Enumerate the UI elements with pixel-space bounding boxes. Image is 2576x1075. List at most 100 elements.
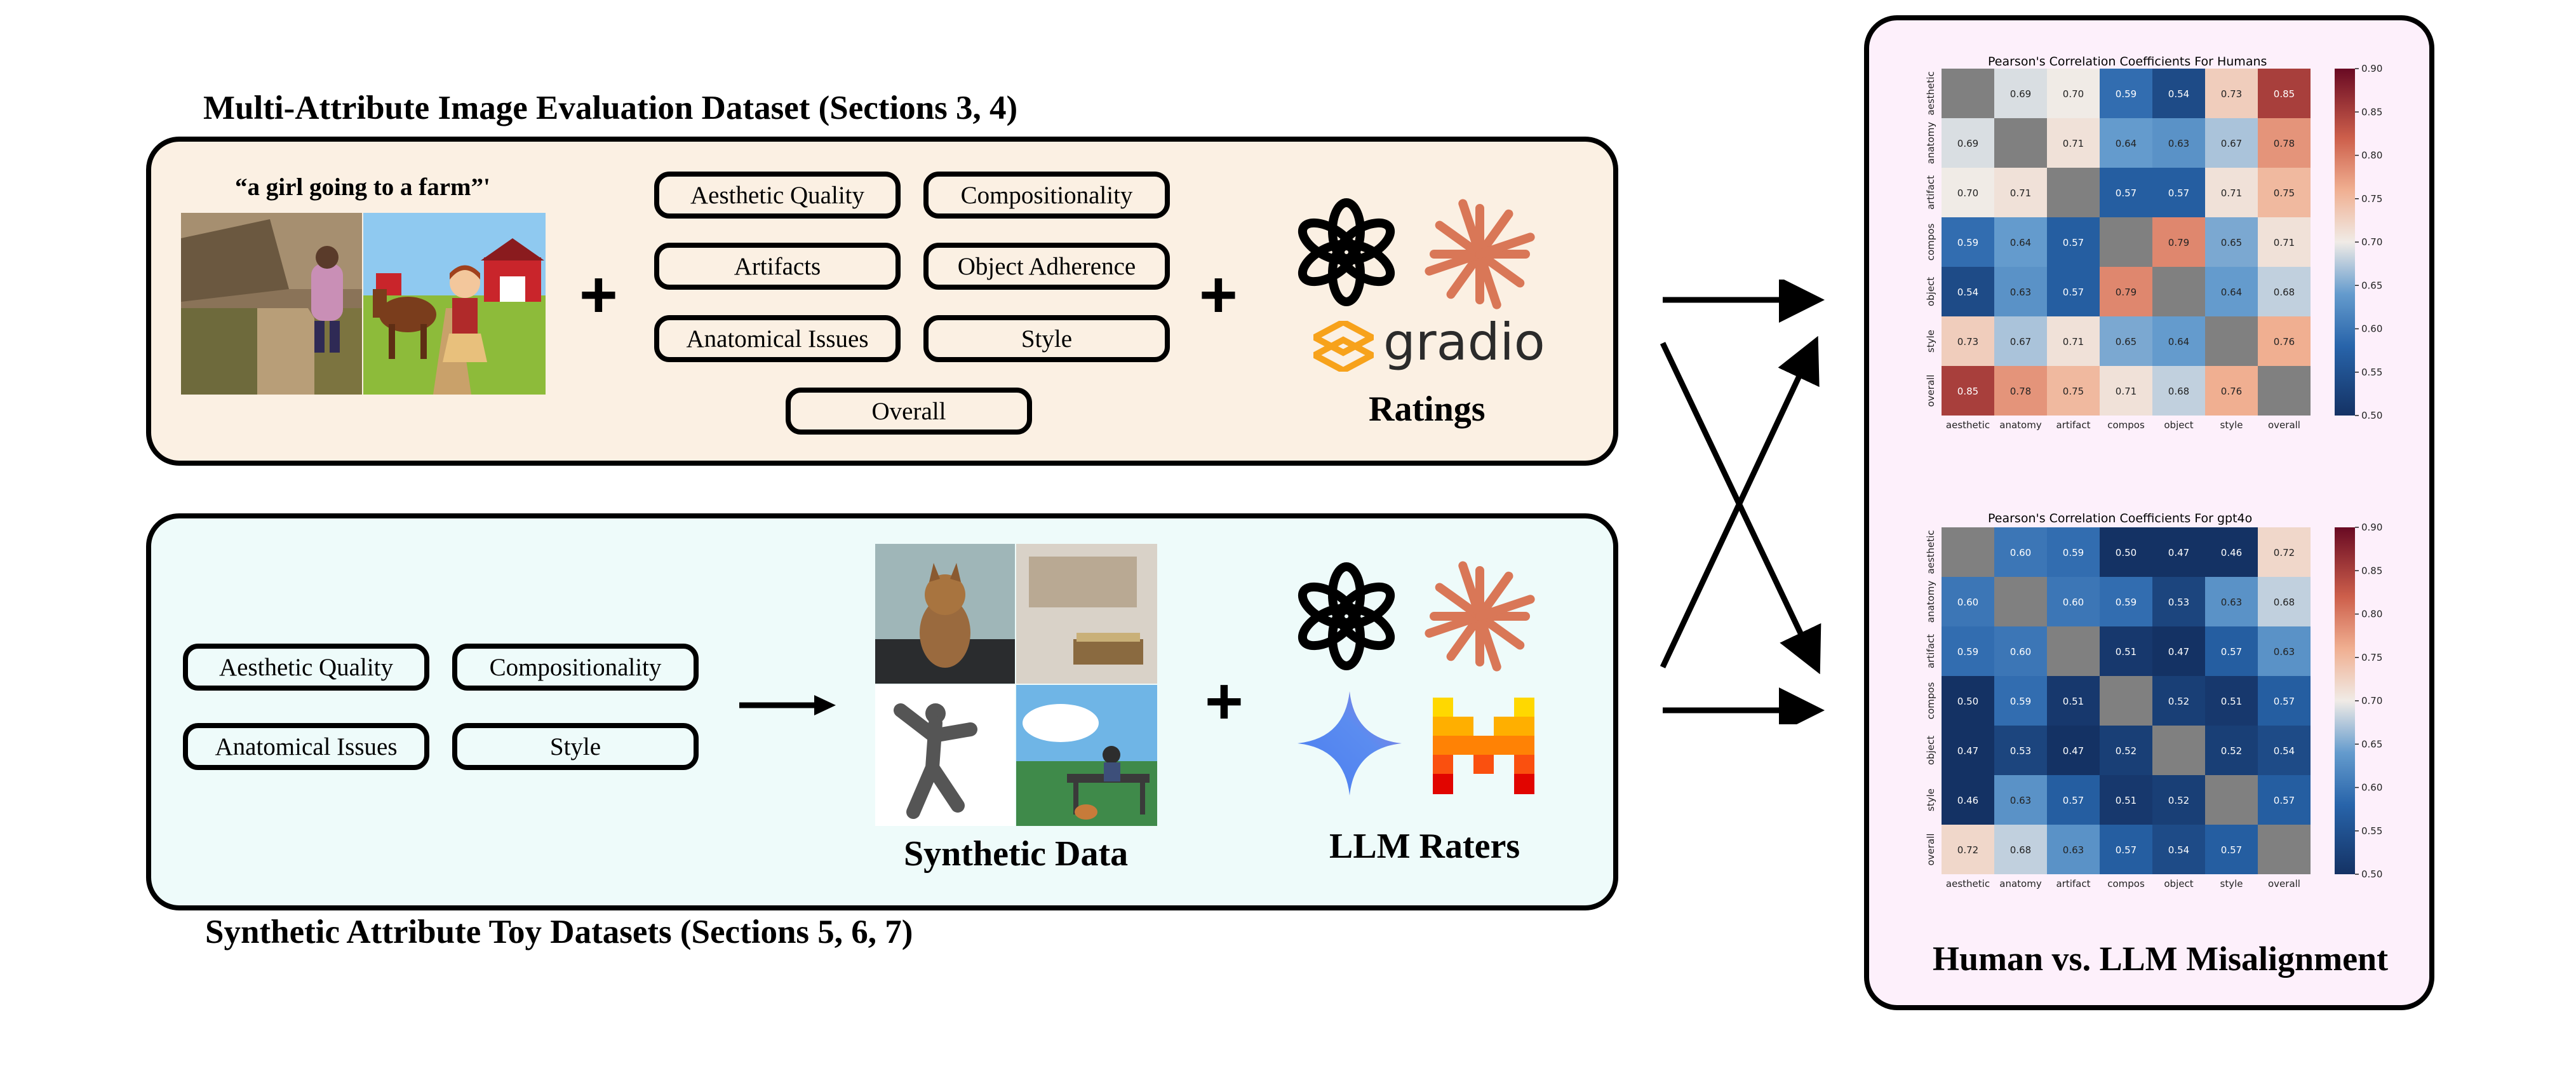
heatmap-cell-label: 0.59	[2116, 88, 2137, 100]
heatmap-cell	[2152, 726, 2205, 775]
x-tick-label: aesthetic	[1946, 419, 1990, 431]
heatmap-cell	[2152, 626, 2205, 676]
heatmap-cell	[2258, 267, 2311, 316]
heatmap-cell	[2047, 118, 2100, 168]
x-tick-label: style	[2220, 419, 2243, 431]
heatmap-cell-label: 0.57	[2063, 287, 2084, 298]
connector-arrows	[1660, 280, 1825, 724]
y-tick-label: anatomy	[1925, 581, 1936, 623]
heatmap-cell	[2258, 726, 2311, 775]
heatmap-cell	[1942, 577, 1994, 626]
heatmap-cell-label: 0.51	[2116, 795, 2137, 806]
heatmap-cell-label: 0.54	[2168, 88, 2189, 100]
heatmap-cell	[2258, 825, 2311, 874]
heatmap-cell-label: 0.51	[2063, 696, 2084, 707]
attr-aesthetic-quality: Aesthetic Quality	[654, 172, 901, 219]
heatmap-cell	[2152, 676, 2205, 726]
heatmap-cell	[2205, 676, 2258, 726]
heatmap-cell	[2100, 527, 2152, 577]
colorbar-tick-label: 0.70	[2361, 236, 2382, 248]
heatmap-cell	[2152, 217, 2205, 267]
heatmap-cell	[1942, 316, 1994, 366]
heatmap-cell-label: 0.59	[2063, 547, 2084, 558]
colorbar-tick-label: 0.55	[2361, 825, 2382, 837]
heatmap-cell-label: 0.75	[2063, 386, 2084, 397]
heatmap-cell-label: 0.63	[2221, 597, 2242, 608]
heatmap-cell-label: 0.57	[2221, 844, 2242, 856]
heatmap-cell-label: 0.64	[2221, 287, 2242, 298]
heatmap-cell	[2047, 825, 2100, 874]
heatmap-cell	[2152, 316, 2205, 366]
heatmap-cell	[2258, 69, 2311, 118]
heatmap-cell-label: 0.57	[2168, 187, 2189, 199]
heatmap-cell	[1942, 676, 1994, 726]
heatmap-cell	[2258, 577, 2311, 626]
prompt-text: “a girl going to a farm”'	[235, 173, 490, 201]
colorbar-tick-label: 0.50	[2361, 410, 2382, 421]
heatmap-cell-label: 0.51	[2221, 696, 2242, 707]
heatmap-cell-label: 0.60	[1957, 597, 1978, 608]
heatmap-cell	[2152, 168, 2205, 217]
heatmap-cell	[2152, 577, 2205, 626]
synthetic-data-label: Synthetic Data	[904, 834, 1129, 874]
heatmap-cell	[2047, 726, 2100, 775]
x-tick-label: compos	[2107, 419, 2145, 431]
heatmap-cell	[2205, 217, 2258, 267]
x-tick-label: object	[2164, 419, 2193, 431]
heatmap-cell-label: 0.60	[2063, 597, 2084, 608]
heatmap-cell-label: 0.69	[2010, 88, 2031, 100]
y-tick-label: compos	[1925, 682, 1936, 720]
colorbar-tick-label: 0.85	[2361, 106, 2382, 118]
gemini-logo-icon	[1298, 691, 1402, 795]
heatmap-cell-label: 0.57	[2116, 187, 2137, 199]
heatmap-cell	[2100, 366, 2152, 416]
colorbar-tick-label: 0.65	[2361, 738, 2382, 750]
bottom-panel-title: Synthetic Attribute Toy Datasets (Sectio…	[205, 914, 913, 950]
heatmap-cell-label: 0.71	[2063, 336, 2084, 348]
heatmap-title-gpt4o: Pearson's Correlation Coefficients For g…	[1988, 511, 2253, 525]
heatmap-cell	[2100, 316, 2152, 366]
heatmap-cell	[2205, 316, 2258, 366]
claude-logo-icon	[1425, 199, 1535, 309]
heatmap-cell-label: 0.53	[2168, 597, 2189, 608]
heatmap-cell-label: 0.57	[2274, 696, 2295, 707]
heatmap-cell-label: 0.78	[2010, 386, 2031, 397]
heatmap-cell	[2047, 316, 2100, 366]
heatmap-cell	[2258, 316, 2311, 366]
heatmap-cell-label: 0.73	[2221, 88, 2242, 100]
heatmap-cell	[2047, 775, 2100, 825]
openai-logo-icon	[1298, 198, 1395, 306]
attr-overall: Overall	[786, 388, 1032, 435]
heatmap-cell	[1994, 316, 2047, 366]
y-tick-label: aesthetic	[1925, 71, 1936, 115]
heatmap-cell	[1994, 527, 2047, 577]
heatmap-cell-label: 0.52	[2168, 696, 2189, 707]
heatmap-cell-label: 0.85	[2274, 88, 2295, 100]
heatmap-cell	[2100, 825, 2152, 874]
heatmap-cell-label: 0.70	[2063, 88, 2084, 100]
llm-raters-label: LLM Raters	[1329, 827, 1520, 866]
heatmap-cell	[2205, 626, 2258, 676]
heatmap-cell	[1942, 168, 1994, 217]
x-tick-label: aesthetic	[1946, 878, 1990, 889]
heatmap-cell-label: 0.59	[2010, 696, 2031, 707]
heatmap-cell	[2047, 626, 2100, 676]
heatmap-cell-label: 0.59	[1957, 237, 1978, 248]
heatmap-cell	[1994, 775, 2047, 825]
heatmap-cell	[1994, 577, 2047, 626]
heatmap-cell	[2258, 168, 2311, 217]
heatmap-cell-label: 0.79	[2116, 287, 2137, 298]
mistral-logo-icon	[1433, 698, 1534, 794]
heatmap-cell	[1942, 69, 1994, 118]
x-tick-label: overall	[2268, 419, 2300, 431]
heatmap-cell	[2205, 168, 2258, 217]
heatmap-cell-label: 0.72	[2274, 547, 2295, 558]
colorbar-tick-label: 0.80	[2361, 150, 2382, 161]
heatmap-cell-label: 0.50	[2116, 547, 2137, 558]
heatmap-cell-label: 0.52	[2116, 745, 2137, 757]
heatmap-cell-label: 0.63	[2010, 287, 2031, 298]
heatmap-title-humans: Pearson's Correlation Coefficients For H…	[1988, 55, 2267, 69]
colorbar-tick-label: 0.60	[2361, 323, 2382, 335]
heatmap-cell	[1994, 825, 2047, 874]
heatmap-cell-label: 0.65	[2116, 336, 2137, 348]
